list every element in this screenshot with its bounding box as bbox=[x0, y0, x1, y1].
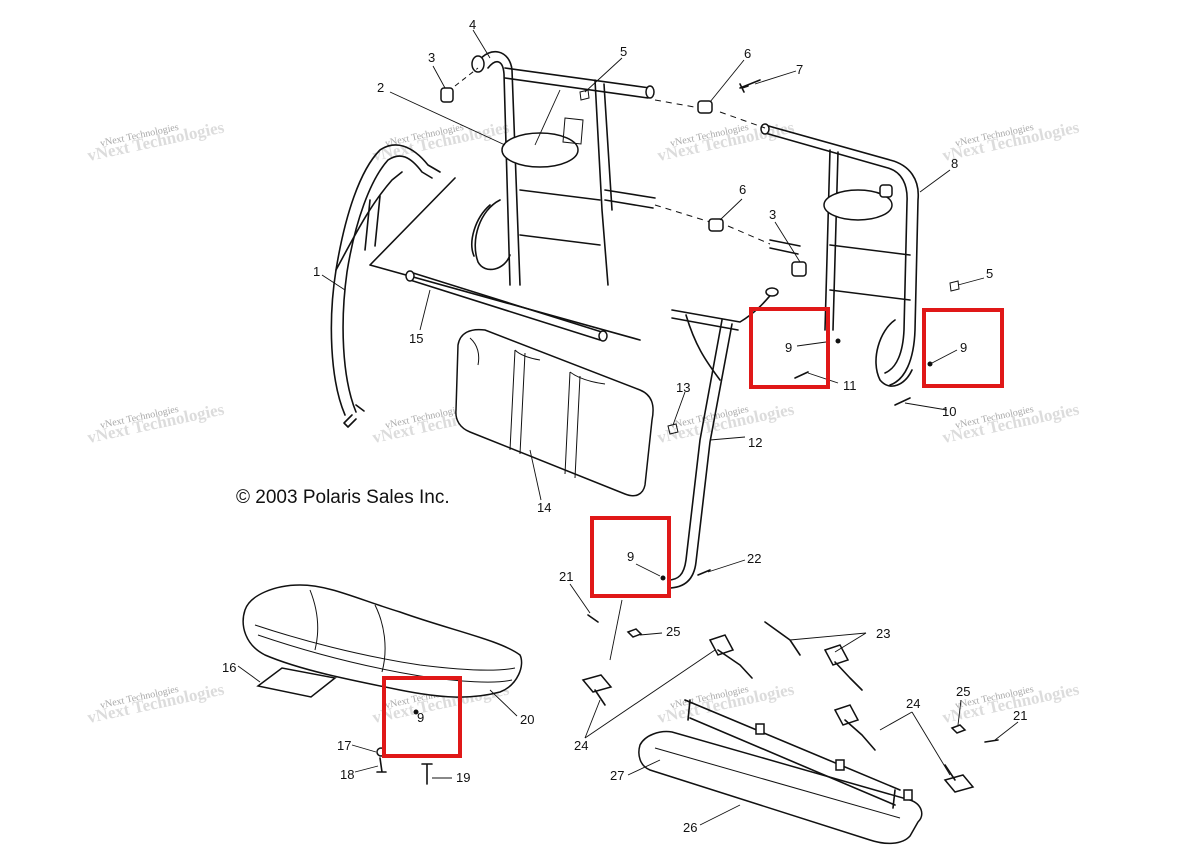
backrest-pad-right bbox=[823, 189, 893, 221]
callout-12: 12 bbox=[748, 435, 762, 450]
leader-lines bbox=[237, 29, 1019, 826]
callout-25-right: 25 bbox=[956, 684, 970, 699]
seat-belts bbox=[581, 621, 975, 793]
watermark: vNext Technologies vNext Technologies bbox=[656, 679, 797, 727]
side-bar-12 bbox=[667, 287, 779, 589]
callout-25-left: 25 bbox=[666, 624, 680, 639]
fastener-18 bbox=[376, 757, 387, 773]
callout-4: 4 bbox=[469, 17, 476, 32]
callout-16: 16 bbox=[222, 660, 236, 675]
callout-8: 8 bbox=[951, 156, 958, 171]
backrest-cushion-14 bbox=[455, 328, 654, 497]
nut-25-right bbox=[950, 724, 967, 734]
watermark: vNext Technologies vNext Technologies bbox=[371, 117, 512, 165]
pin-19 bbox=[421, 763, 433, 785]
connector-6-top bbox=[697, 100, 713, 114]
clip-5-left bbox=[579, 89, 590, 101]
watermark: vNext Technologies vNext Technologies bbox=[656, 399, 797, 447]
highlight-label: 9 bbox=[960, 340, 967, 355]
nut-25-left bbox=[626, 628, 643, 638]
callout-17: 17 bbox=[337, 738, 351, 753]
upper-left-tube-frame bbox=[440, 50, 655, 286]
highlight-box-9-center: 9 bbox=[749, 307, 830, 389]
callout-21-left: 21 bbox=[559, 569, 573, 584]
callout-3-right: 3 bbox=[769, 207, 776, 222]
callout-1: 1 bbox=[313, 264, 320, 279]
callout-27: 27 bbox=[610, 768, 624, 783]
backrest-pad-left bbox=[501, 132, 579, 168]
callout-3-top: 3 bbox=[428, 50, 435, 65]
bushing-3-left bbox=[440, 87, 454, 103]
highlight-box-9-right: 9 bbox=[922, 308, 1004, 388]
clip-5-right bbox=[949, 280, 960, 292]
bolt-7 bbox=[739, 83, 749, 93]
bolt-21-left bbox=[587, 614, 599, 623]
callout-24-right: 24 bbox=[906, 696, 920, 711]
cross-tubes bbox=[405, 67, 801, 342]
roll-bar-left-frame bbox=[330, 144, 641, 428]
bolt-11 bbox=[794, 371, 809, 379]
callout-15: 15 bbox=[409, 331, 423, 346]
callout-19: 19 bbox=[456, 770, 470, 785]
watermark: vNext Technologies vNext Technologies bbox=[941, 399, 1082, 447]
seat-base-20 bbox=[242, 584, 523, 698]
highlight-label: 9 bbox=[785, 340, 792, 355]
callout-10: 10 bbox=[942, 404, 956, 419]
watermark: vNext Technologies vNext Technologies bbox=[86, 117, 227, 165]
bolt-21-right bbox=[984, 739, 999, 743]
seat-pan-26-27 bbox=[638, 699, 923, 845]
callout-11: 11 bbox=[843, 378, 857, 393]
copyright-text: © 2003 Polaris Sales Inc. bbox=[236, 487, 450, 508]
callout-20: 20 bbox=[520, 712, 534, 727]
watermark: vNext Technologies vNext Technologies bbox=[941, 117, 1082, 165]
connector-6-mid bbox=[708, 218, 724, 232]
highlight-label: 9 bbox=[627, 549, 634, 564]
callout-26: 26 bbox=[683, 820, 697, 835]
callout-22: 22 bbox=[747, 551, 761, 566]
small-parts bbox=[256, 83, 999, 785]
callout-13: 13 bbox=[676, 380, 690, 395]
callout-labels: 1 2 3 3 4 5 5 6 6 7 8 10 11 12 13 14 15 … bbox=[222, 17, 1027, 835]
callout-24-left: 24 bbox=[574, 738, 588, 753]
callout-21-right: 21 bbox=[1013, 708, 1027, 723]
watermark: vNext Technologies vNext Technologies bbox=[86, 399, 227, 447]
callout-18: 18 bbox=[340, 767, 354, 782]
callout-2: 2 bbox=[377, 80, 384, 95]
upper-right-tube-frame bbox=[760, 123, 919, 387]
highlight-box-9-lower: 9 bbox=[590, 516, 671, 598]
highlight-box-9-bottom: 9 bbox=[382, 676, 462, 758]
bushing-3-right bbox=[791, 261, 807, 277]
callout-23: 23 bbox=[876, 626, 890, 641]
bolt-22 bbox=[697, 569, 711, 576]
watermark: vNext Technologies vNext Technologies bbox=[86, 679, 227, 727]
callout-6-mid: 6 bbox=[739, 182, 746, 197]
highlight-boxes: 9 9 9 9 bbox=[382, 307, 1004, 758]
callout-5-right: 5 bbox=[986, 266, 993, 281]
callout-7: 7 bbox=[796, 62, 803, 77]
highlight-label: 9 bbox=[417, 710, 424, 725]
decal-16 bbox=[256, 667, 337, 698]
callout-5-top: 5 bbox=[620, 44, 627, 59]
callout-14: 14 bbox=[537, 500, 551, 515]
watermark: vNext Technologies vNext Technologies bbox=[656, 117, 797, 165]
bolt-10 bbox=[894, 397, 911, 406]
callout-6-top: 6 bbox=[744, 46, 751, 61]
